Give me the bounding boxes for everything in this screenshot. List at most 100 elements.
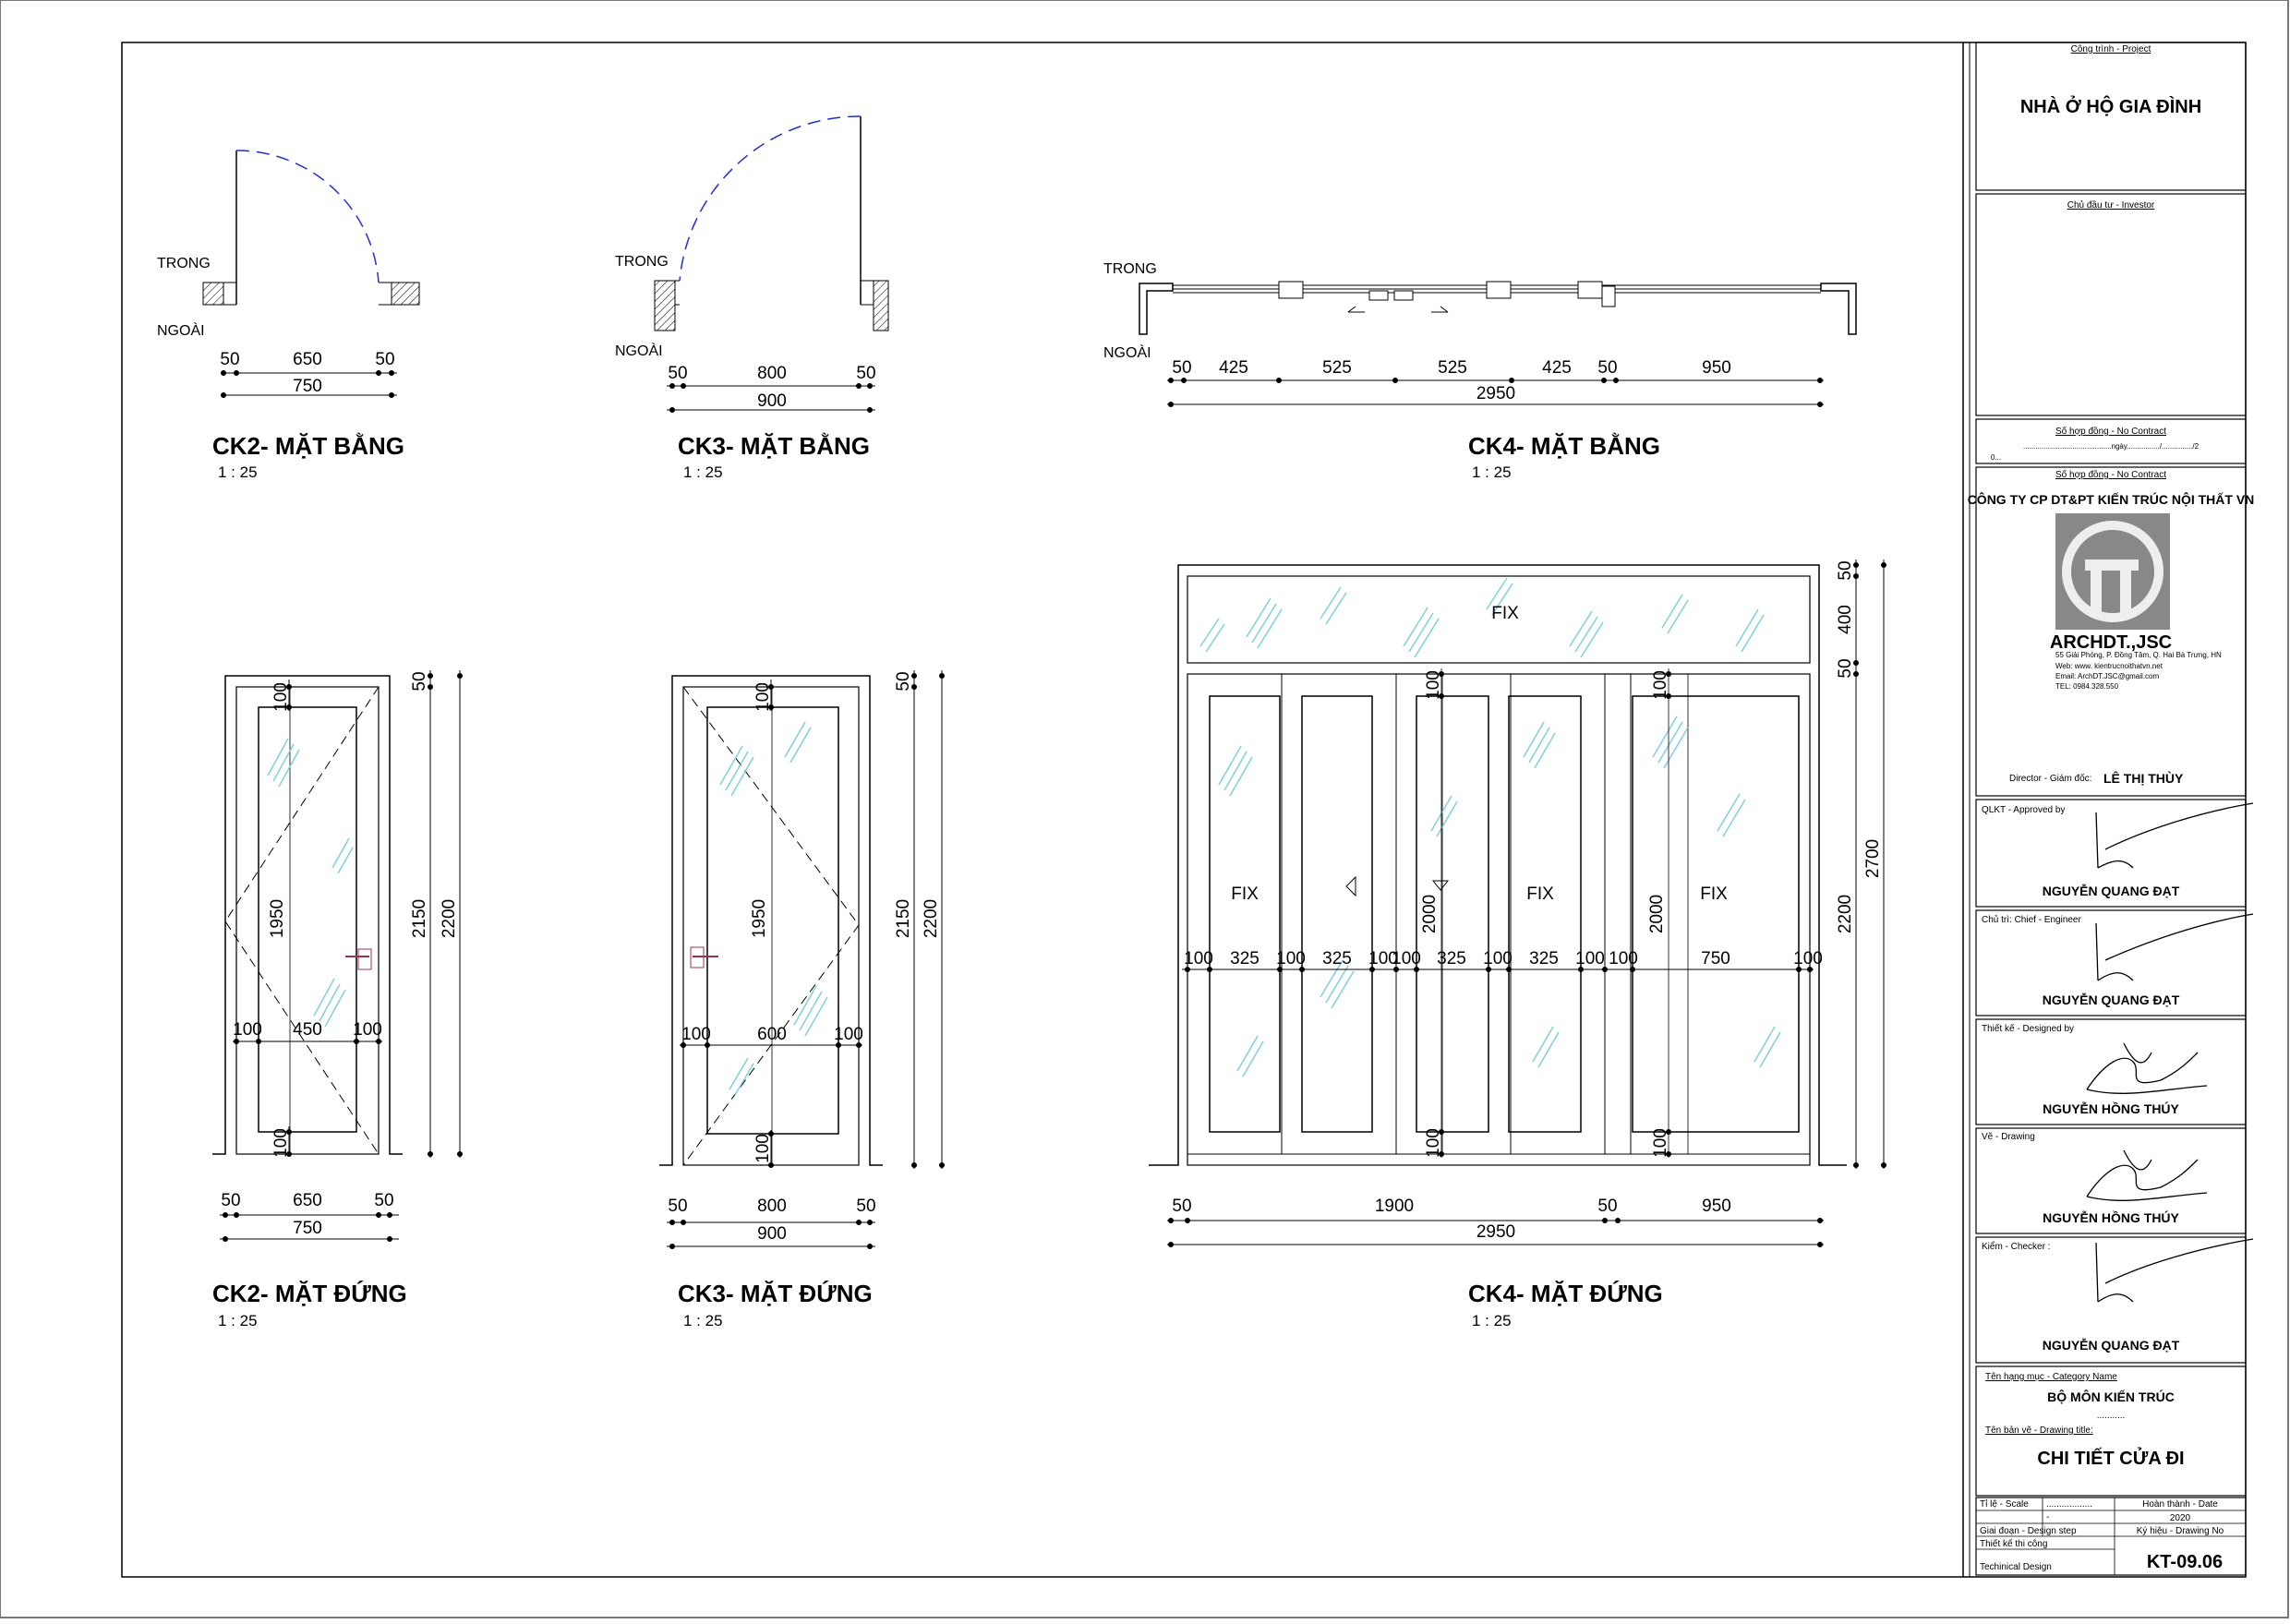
outside-label: NGOÀI: [615, 342, 663, 359]
approved-label: QLKT - Approved by: [1982, 805, 2065, 815]
dim: 100: [753, 1134, 773, 1163]
inside-label: TRONG: [1103, 261, 1157, 277]
dim: 100: [753, 682, 773, 712]
dim: 425: [1219, 358, 1248, 378]
dim: 100: [1424, 1128, 1443, 1158]
drawing-title-label: Tên bản vẽ - Drawing title:: [1985, 1426, 2093, 1436]
dim: 100: [271, 1128, 291, 1158]
company-web: Web: www. kientrucnoithatvn.net: [2055, 662, 2163, 670]
drawing-title: CK2- MẶT BẰNG: [212, 432, 404, 460]
dim: 325: [1322, 949, 1352, 968]
ck4-plan: TRONG NGOÀI 50 425 525 525 425 50 950 29…: [1103, 261, 1857, 481]
dim: 800: [757, 1197, 787, 1216]
dim: 100: [1483, 949, 1513, 968]
ck3-plan: TRONG NGOÀI 50 800 50 900 CK3- MẶT BẰNG …: [615, 115, 889, 481]
fix-label: FIX: [1526, 884, 1554, 904]
drawing-scale: 1 : 25: [218, 463, 258, 481]
drawing-number: KT-09.06: [2147, 1552, 2223, 1572]
dim: 1950: [750, 899, 769, 938]
chief-label: Chủ trì: Chief - Engineer: [1982, 914, 2081, 925]
company-email: Email: ArchDT.JSC@gmail.com: [2055, 672, 2159, 680]
drawing-title: CK4- MẶT ĐỨNG: [1468, 1280, 1663, 1307]
fix-label: FIX: [1231, 884, 1259, 904]
drawing-scale: 1 : 25: [683, 463, 723, 481]
dim: 400: [1836, 605, 1855, 634]
company-logo-icon: [2055, 513, 2170, 630]
dim: 2000: [1647, 895, 1667, 933]
category-name: BỘ MÔN KIẾN TRÚC: [2047, 1389, 2175, 1404]
dim: 1900: [1375, 1197, 1414, 1216]
drawing-title: CK4- MẶT BẰNG: [1468, 432, 1660, 460]
dim: 325: [1230, 949, 1260, 968]
dim: 525: [1438, 358, 1467, 378]
designer-label: Thiết kế - Designed by: [1982, 1023, 2074, 1034]
company-tel: TEL: 0984.328.550: [2055, 682, 2119, 691]
dim: 50: [220, 350, 239, 369]
dim: 100: [681, 1025, 711, 1044]
dim-total: 750: [293, 377, 322, 396]
investor-label: Chủ đầu tư - Investor: [2067, 199, 2155, 211]
dim: 100: [1392, 949, 1421, 968]
dim: 100: [1609, 949, 1638, 968]
dim: 600: [757, 1025, 787, 1044]
dim: 100: [1575, 949, 1605, 968]
drawing-title: CK3- MẶT ĐỨNG: [678, 1280, 873, 1307]
dim: 100: [233, 1020, 262, 1040]
outside-label: NGOÀI: [157, 321, 205, 339]
drawing-title: CK2- MẶT ĐỨNG: [212, 1280, 407, 1307]
step-value: Thiết kế thi công: [1980, 1538, 2047, 1549]
project-name: NHÀ Ở HỘ GIA ĐÌNH: [2020, 95, 2201, 117]
drawing-name: NGUYỄN HỒNG THÚY: [2043, 1209, 2179, 1225]
inside-label: TRONG: [157, 256, 211, 271]
dim: 100: [1424, 670, 1443, 700]
dim: 2150: [894, 899, 913, 938]
signature: [2086, 802, 2254, 1303]
fix-label: FIX: [1700, 884, 1728, 904]
dim: 525: [1322, 358, 1352, 378]
dim: 50: [856, 1197, 875, 1216]
dim: 950: [1702, 358, 1731, 378]
dim: 50: [1172, 1197, 1191, 1216]
ck3-elevation: 100 100 1950 100 600 100 50 2150 2200 50…: [659, 670, 945, 1329]
dim: 950: [1702, 1197, 1731, 1216]
designer-name: NGUYỄN HỒNG THÚY: [2043, 1101, 2179, 1116]
checker-label: Kiểm - Checker :: [1982, 1241, 2050, 1252]
drawno-label: Ký hiệu - Drawing No: [2137, 1526, 2224, 1536]
inside-label: TRONG: [615, 254, 669, 270]
dim: 100: [1793, 949, 1823, 968]
dim: 50: [1597, 1197, 1617, 1216]
drawing-scale: 1 : 25: [1472, 463, 1512, 481]
dim: 2200: [922, 899, 941, 938]
ck2-elevation: 100 100 1950 100 450 100 50 2150 2200 50…: [212, 670, 463, 1329]
dim: 100: [1276, 949, 1306, 968]
dim: 50: [1836, 658, 1855, 678]
category-dots: ...........: [2097, 1411, 2126, 1421]
outside-label: NGOÀI: [1103, 343, 1151, 361]
drawing-scale: 1 : 25: [683, 1312, 723, 1329]
dim: 50: [1597, 358, 1617, 378]
director-name: LÊ THỊ THÙY: [2103, 770, 2184, 786]
dim: 50: [668, 1197, 687, 1216]
step-value-2: Techinical Design: [1980, 1562, 2052, 1572]
scale-label: Tỉ lệ - Scale: [1980, 1498, 2029, 1510]
glass-hatch: [719, 721, 828, 1096]
dim: 100: [353, 1020, 382, 1040]
dim: 50: [221, 1191, 240, 1210]
dim: 50: [374, 1191, 393, 1210]
dim-total: 900: [757, 391, 787, 411]
dim: 50: [1836, 560, 1855, 580]
dim: 100: [1651, 1128, 1670, 1158]
dim: 2200: [440, 899, 459, 938]
dim: 650: [293, 350, 322, 369]
dim: 50: [668, 364, 687, 383]
dim: 100: [834, 1025, 863, 1044]
contract-label: Số hợp đồng - No Contract: [2055, 426, 2166, 437]
drawing-title: CK3- MẶT BẰNG: [678, 432, 870, 460]
dim: 50: [1172, 358, 1191, 378]
project-label: Công trình - Project: [2071, 44, 2151, 54]
drawing-scale: 1 : 25: [1472, 1312, 1512, 1329]
date-value: 2020: [2170, 1513, 2191, 1523]
